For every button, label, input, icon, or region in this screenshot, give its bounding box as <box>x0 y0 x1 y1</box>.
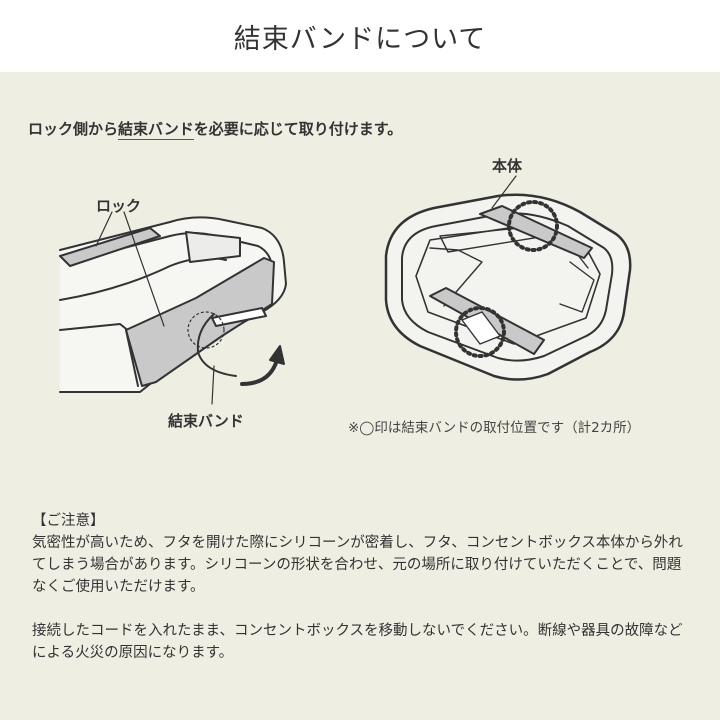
label-leader-lock <box>95 211 113 247</box>
caution-paragraph-2: 接続したコードを入れたまま、コンセントボックスを移動しないでください。断線や器具… <box>32 623 683 661</box>
lid-groove <box>185 231 241 263</box>
rotate-arrowhead <box>269 345 285 365</box>
label-lock: ロック <box>96 197 142 215</box>
lock-panel-edge <box>125 329 139 387</box>
page-title: 結束バンドについて <box>233 23 487 55</box>
caution-heading: 【ご注意】 <box>32 513 105 529</box>
intro-text: ロック側から結束バンドを必要に応じて取り付けます。 <box>28 118 403 140</box>
position-marker-top <box>507 200 559 252</box>
label-band: 結束バンド <box>168 412 244 430</box>
lid-closeup-illustration <box>59 211 287 405</box>
lock-panel <box>125 257 275 387</box>
lid-outer-body <box>59 216 287 393</box>
label-body: 本体 <box>492 157 523 175</box>
caution-section: 【ご注意】 気密性が高いため、フタを開けた際にシリコーンが密着し、フタ、コンセン… <box>32 510 692 664</box>
position-note: ※◯印は結束バンドの取付位置です（計2カ所） <box>348 420 641 436</box>
band-strap <box>211 307 267 327</box>
label-leader-body <box>491 175 517 209</box>
intro-after: を必要に応じて取り付けます。 <box>193 120 403 138</box>
band-bottom-strap <box>461 311 501 345</box>
lid-topview-illustration <box>384 175 632 381</box>
header-bar: 結束バンドについて <box>0 0 720 72</box>
lock-band-top <box>59 227 161 267</box>
inner-bar-side <box>429 247 483 307</box>
paragraph-gap <box>32 598 692 620</box>
band-focus-dots <box>187 311 225 349</box>
intro-underlined: 結束バンド <box>118 120 194 140</box>
illustration <box>59 175 632 405</box>
label-leader-band <box>211 365 215 405</box>
band-loop <box>196 313 237 377</box>
position-marker-bottom <box>454 306 506 358</box>
intro-before: ロック側から <box>28 120 119 138</box>
label-leader-lock-2 <box>123 211 165 327</box>
caution-paragraph-1: 気密性が高いため、フタを開けた際にシリコーンが密着し、フタ、コンセントボックス本… <box>32 535 683 595</box>
inner-bar-right <box>559 261 595 313</box>
